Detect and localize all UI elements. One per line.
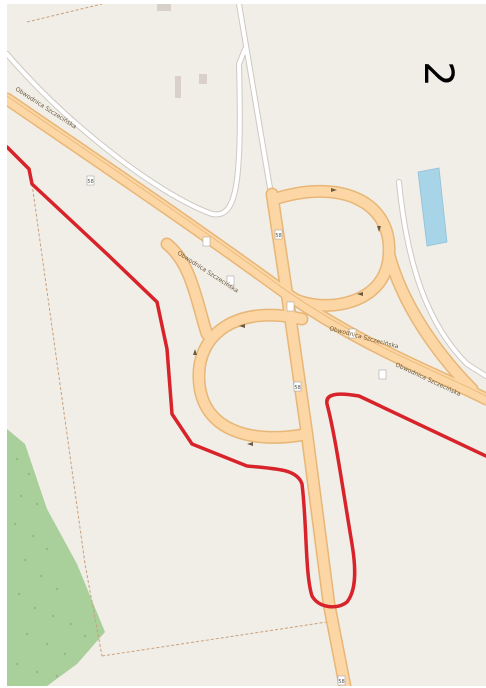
tree-dot-icon <box>45 642 49 646</box>
tree-dot-icon <box>15 457 19 461</box>
tree-dot-icon <box>35 670 39 674</box>
tree-dot-icon <box>13 522 17 526</box>
tree-dot-icon <box>45 547 49 551</box>
minor-roads <box>7 4 486 379</box>
tree-dot-icon <box>25 632 29 636</box>
tree-dot-icon <box>23 558 27 562</box>
one-way-arrow-icon <box>193 188 381 446</box>
tree-dot-icon <box>13 457 87 678</box>
tree-dot-icon <box>39 574 43 578</box>
tree-dot-icon <box>55 587 59 591</box>
building <box>157 4 171 11</box>
map-canvas[interactable]: 58 58 58 58 Obwodnica Szczecińska Obwodn… <box>7 4 486 686</box>
boundary-line <box>101 621 328 657</box>
boundary-line <box>26 4 103 23</box>
tree-dot-icon <box>35 502 39 506</box>
tree-dot-icon <box>27 472 31 476</box>
water-pond <box>417 167 448 247</box>
road-ref-label: 58 <box>87 179 93 185</box>
tree-dot-icon <box>63 652 67 656</box>
tree-dot-icon <box>55 674 59 678</box>
tree-dot-icon <box>69 622 73 626</box>
forest-area <box>7 429 105 686</box>
tree-dot-icon <box>19 494 23 498</box>
boundary-line <box>31 183 103 657</box>
tree-dot-icon <box>83 634 87 638</box>
tree-dot-icon <box>33 606 37 610</box>
tree-dot-icon <box>17 592 21 596</box>
road-ref-label: 58 <box>275 233 281 239</box>
route-line[interactable] <box>7 145 486 609</box>
road-fill <box>7 94 486 686</box>
map-view[interactable]: 58 58 58 58 Obwodnica Szczecińska Obwodn… <box>7 4 486 686</box>
tree-dot-icon <box>51 614 55 618</box>
road-ref-label: 58 <box>294 385 300 391</box>
sheet-number: 2 <box>415 61 461 86</box>
building <box>175 76 181 98</box>
road-ref-label: 58 <box>338 679 344 685</box>
road-shield-label: 58 58 58 58 <box>87 179 344 685</box>
tree-dot-icon <box>31 534 35 538</box>
road-shield-icon <box>86 175 387 686</box>
tree-dot-icon <box>15 662 19 666</box>
building <box>199 74 207 84</box>
carriageway-divider <box>7 95 486 397</box>
